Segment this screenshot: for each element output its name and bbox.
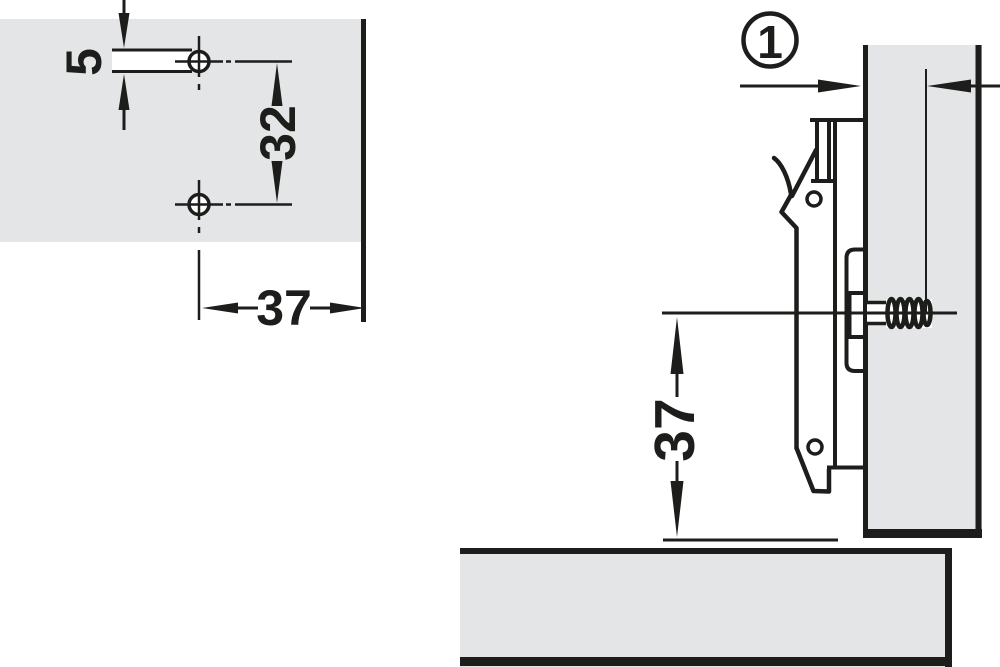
hole-spacing-dimension-label: 32 [250,105,306,161]
door-panel-body [460,548,952,667]
arrowhead-left [202,302,238,314]
arrowhead-left [927,79,971,93]
drilling-distance-indicator [740,79,1000,93]
plate-rivet-bottom [806,438,824,456]
clip-arm-front [779,193,799,449]
door-panel [460,548,952,667]
marker-circle [741,11,799,69]
plate-foot [794,447,832,494]
slot-height-dimension-label: 5 [56,48,112,76]
dimension-edge-distance: 37 [202,280,365,336]
clip-arm-diagonal [789,147,819,199]
note-1-marker: 1 [741,11,799,69]
dimension-hole-spacing: 32 [250,63,306,203]
slot-hole-interior [112,51,199,71]
side-view: 1 37 [460,11,1000,667]
arrowhead-up [271,63,283,106]
clip-hook-curve [771,155,794,197]
arrowhead-right [818,79,861,93]
front-view: 5 32 37 [0,0,366,336]
front-edge-distance-label: 37 [643,398,707,461]
dimension-front-edge-distance: 37 [643,317,838,542]
plate-rivet-top [805,190,823,208]
arrowhead-up [118,74,130,110]
screw-head [847,291,867,339]
edge-distance-dimension-label: 37 [256,280,312,336]
dimension-slot-height: 5 [56,0,130,130]
side-panel-body [863,45,982,538]
drill-hole-top [175,36,292,90]
arrowhead-down [118,13,130,48]
arrowhead-up [670,317,684,374]
mounting-plate [771,118,863,494]
arrowhead-down [670,481,684,537]
drill-hole-bottom [175,180,292,320]
arrowhead-down [271,161,283,203]
marker-number-label: 1 [757,16,783,68]
side-panel [863,45,982,538]
arrowhead-right [330,302,365,314]
